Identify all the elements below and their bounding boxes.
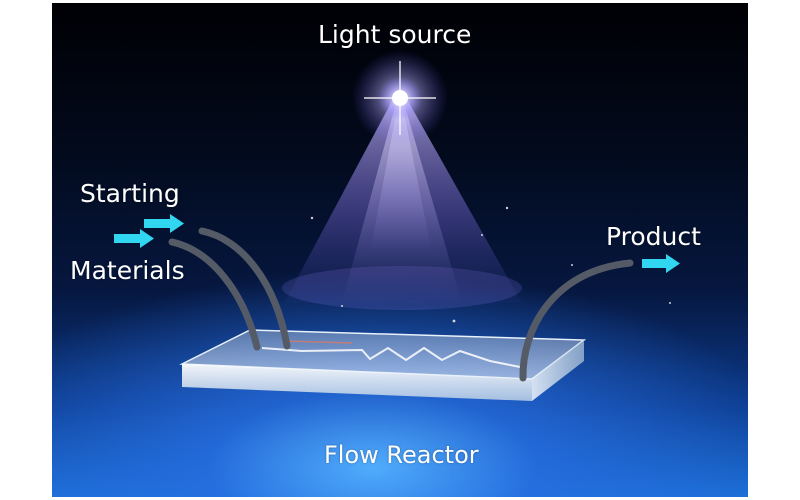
inlet-tube-2 [198, 227, 291, 350]
inlet-tube-1 [168, 238, 261, 351]
product-label: Product [606, 222, 701, 251]
flow-reactor-chip [179, 329, 587, 401]
flow-reactor-label: Flow Reactor [324, 441, 479, 469]
diagram-artwork [114, 50, 680, 401]
outlet-tube [519, 259, 634, 382]
outlet-arrow [642, 254, 680, 273]
tubes [168, 227, 634, 382]
flow-reactor-diagram: Light source Starting Materials Product … [52, 3, 748, 497]
light-source-glow [352, 50, 448, 146]
light-source-label: Light source [318, 20, 472, 49]
flow-arrows [114, 214, 680, 273]
reactor-channel [261, 346, 521, 368]
inlet-arrow-1 [114, 229, 154, 248]
starting-materials-label-line1: Starting [80, 179, 180, 208]
starting-materials-label-line2: Materials [70, 256, 185, 285]
light-beam [282, 101, 522, 310]
sparkles [236, 206, 671, 323]
inlet-arrow-2 [144, 214, 184, 233]
